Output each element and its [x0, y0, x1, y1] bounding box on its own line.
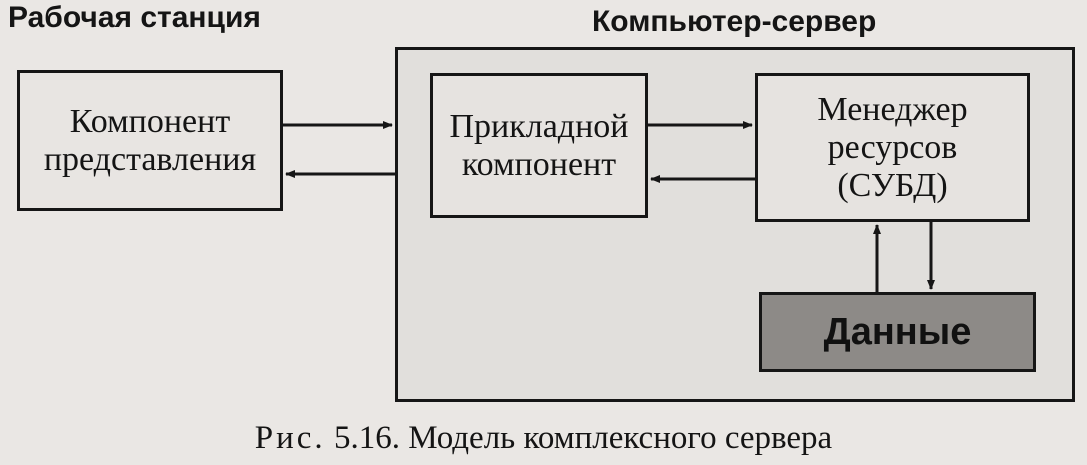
data-label: Данные: [823, 311, 972, 353]
figure-caption: Рис. 5.16. Модель комплексного сервера: [0, 418, 1087, 458]
figure-caption-text: 5.16. Модель комплексного сервера: [333, 420, 833, 456]
figure-caption-label: Рис.: [254, 420, 326, 456]
workstation-heading: Рабочая станция: [8, 1, 261, 34]
server-heading: Компьютер-сервер: [592, 5, 877, 38]
data-box: Данные: [759, 292, 1036, 372]
